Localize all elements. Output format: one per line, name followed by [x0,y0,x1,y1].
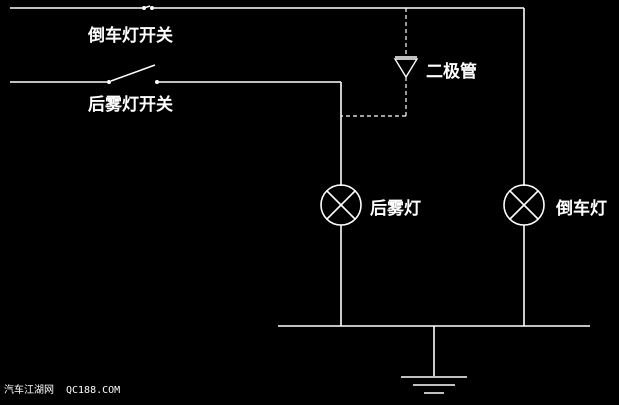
fog-switch [10,64,159,84]
label-diode: 二极管 [426,61,477,82]
watermark-site-name: 汽车江湖网 [4,383,54,396]
fog-switch-blade [110,64,156,82]
label-fog-lamp: 后雾灯 [370,198,421,219]
diode-symbol [393,58,419,79]
watermark: 汽车江湖网 QC188.COM [4,383,120,396]
diode-branch [341,8,419,117]
label-fog-switch: 后雾灯开关 [88,94,173,115]
switch-contact-right [150,6,154,10]
fog-lamp-cross-b [326,190,356,220]
reverse-lamp-cross-b [509,190,539,220]
label-reverse-lamp: 倒车灯 [555,198,607,219]
fog-lamp [320,184,362,226]
ground [278,325,590,394]
switch-blade [143,5,151,9]
fog-switch-contact-left [107,80,111,84]
reverse-lamp [503,184,545,226]
watermark-site-url: QC188.COM [66,385,120,396]
reverse-switch [10,5,154,10]
fog-switch-contact-right [155,80,159,84]
label-reverse-switch: 倒车灯开关 [87,25,173,46]
